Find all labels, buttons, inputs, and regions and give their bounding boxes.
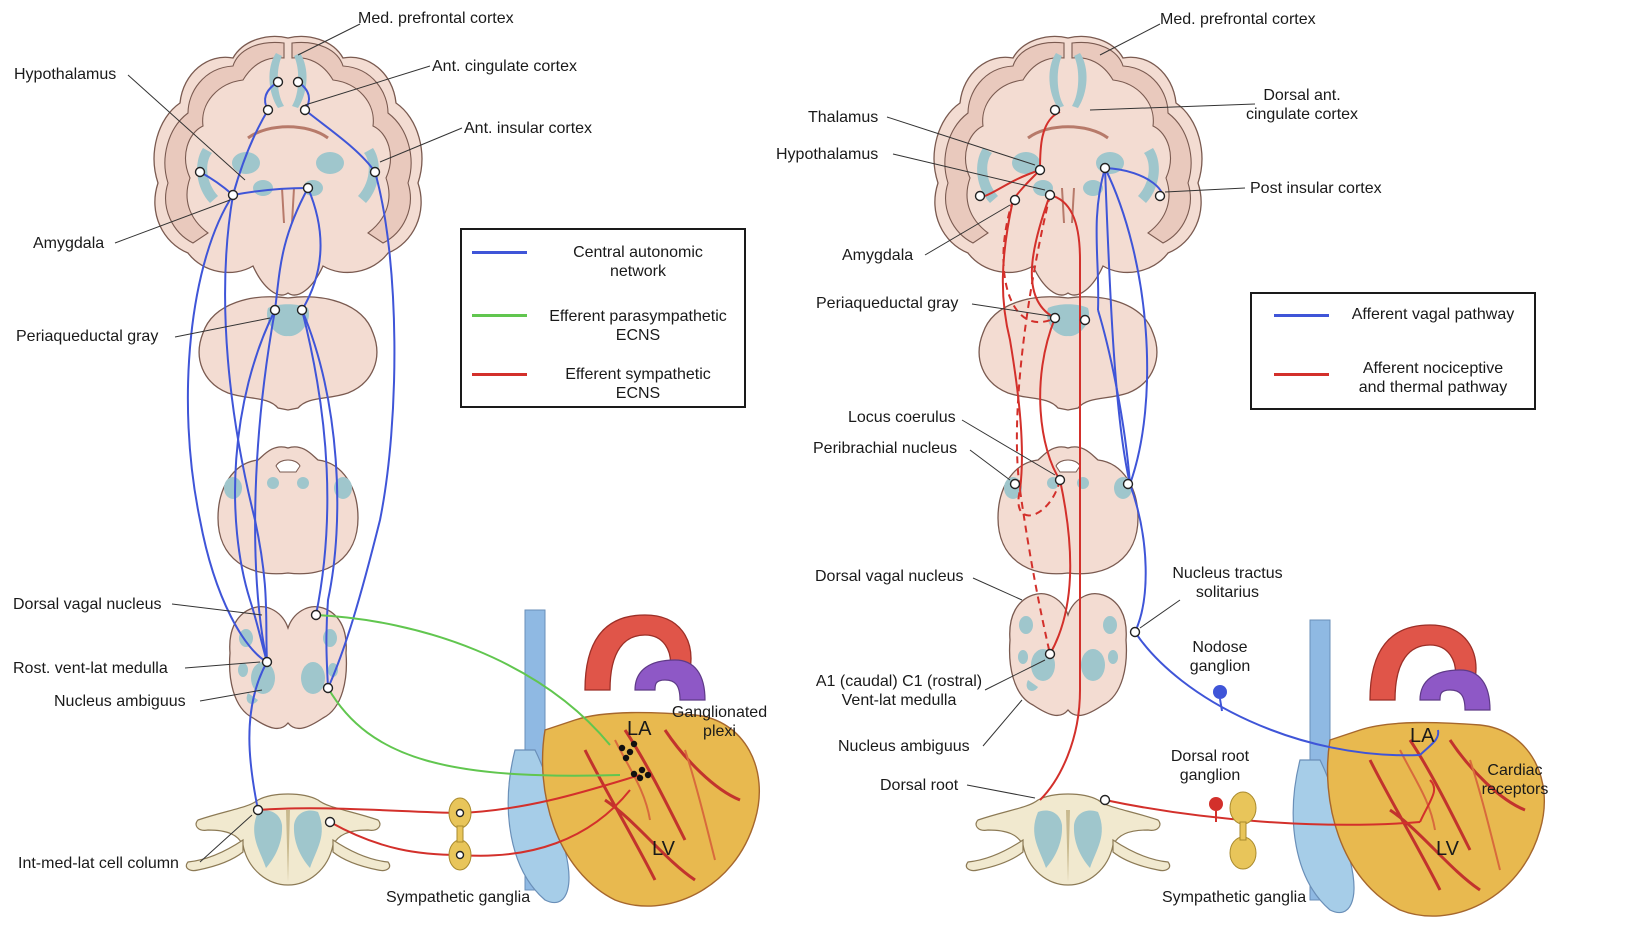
right-label-nucleus-tractus: Nucleus tractus solitarius <box>1160 564 1295 602</box>
right-label-post-insular: Post insular cortex <box>1250 179 1382 198</box>
left-label-ant-cingulate: Ant. cingulate cortex <box>432 57 577 76</box>
left-label-periaqueductal: Periaqueductal gray <box>16 327 158 346</box>
right-label-a1-c1: A1 (caudal) C1 (rostral) Vent-lat medull… <box>808 672 990 710</box>
right-spinal-cord-section <box>966 794 1169 885</box>
right-label-periaqueductal: Periaqueductal gray <box>816 294 958 313</box>
right-label-dorsal-ant-cingulate: Dorsal ant. cingulate cortex <box>1232 86 1372 124</box>
left-heart <box>508 610 759 906</box>
right-label-nodose: Nodose ganglion <box>1180 638 1260 676</box>
right-label-med-prefrontal: Med. prefrontal cortex <box>1160 10 1316 29</box>
left-label-rost-vent-lat: Rost. vent-lat medulla <box>13 659 168 678</box>
right-label-amygdala: Amygdala <box>842 246 913 265</box>
right-pons-section <box>998 447 1138 574</box>
legend-label-sympathetic: Efferent sympathetic ECNS <box>540 365 736 403</box>
left-label-amygdala: Amygdala <box>33 234 104 253</box>
left-label-dorsal-vagal: Dorsal vagal nucleus <box>13 595 162 614</box>
right-legend: Afferent vagal pathway Afferent nocicept… <box>1250 292 1536 410</box>
left-label-int-med-lat: Int-med-lat cell column <box>18 854 179 873</box>
left-label-ant-insular: Ant. insular cortex <box>464 119 592 138</box>
legend-label-afferent-vagal: Afferent vagal pathway <box>1340 305 1526 324</box>
right-label-dorsal-root: Dorsal root <box>880 776 958 795</box>
legend-swatch-central-autonomic <box>472 251 527 254</box>
left-label-med-prefrontal: Med. prefrontal cortex <box>358 9 514 28</box>
right-label-la: LA <box>1410 727 1434 746</box>
left-medulla-section <box>230 607 347 729</box>
left-label-lv: LV <box>652 840 675 859</box>
left-label-ganglionated-plexi: Ganglionated plexi <box>662 703 777 741</box>
legend-label-central-autonomic: Central autonomic network <box>540 243 736 281</box>
legend-swatch-sympathetic <box>472 373 527 376</box>
left-label-hypothalamus: Hypothalamus <box>14 65 116 84</box>
left-label-la: LA <box>627 720 651 739</box>
right-label-hypothalamus: Hypothalamus <box>776 145 878 164</box>
right-label-lv: LV <box>1436 840 1459 859</box>
left-label-sympathetic-ganglia: Sympathetic ganglia <box>386 888 530 907</box>
left-panel <box>115 24 759 906</box>
legend-swatch-parasympathetic <box>472 314 527 317</box>
right-brain-coronal-section <box>934 36 1202 295</box>
left-sympathetic-ganglia <box>449 798 471 870</box>
right-label-nucleus-ambiguus: Nucleus ambiguus <box>838 737 970 756</box>
legend-swatch-afferent-vagal <box>1274 314 1329 317</box>
left-brain-coronal-section <box>154 36 422 295</box>
right-label-sympathetic-ganglia: Sympathetic ganglia <box>1162 888 1306 907</box>
legend-label-parasympathetic: Efferent parasympathetic ECNS <box>540 307 736 345</box>
left-label-nucleus-ambiguus: Nucleus ambiguus <box>54 692 186 711</box>
legend-label-afferent-nociceptive: Afferent nociceptive and thermal pathway <box>1340 359 1526 397</box>
right-label-cardiac-receptors: Cardiac receptors <box>1470 761 1560 799</box>
right-label-thalamus: Thalamus <box>808 108 878 127</box>
right-medulla-section <box>1010 594 1127 716</box>
legend-swatch-afferent-nociceptive <box>1274 373 1329 376</box>
left-legend: Central autonomic network Efferent paras… <box>460 228 746 408</box>
right-label-dorsal-root-ganglion: Dorsal root ganglion <box>1160 747 1260 785</box>
right-label-peribrachial: Peribrachial nucleus <box>813 439 957 458</box>
right-label-locus-coeruleus: Locus coerulus <box>848 408 956 427</box>
right-label-dorsal-vagal: Dorsal vagal nucleus <box>815 567 964 586</box>
